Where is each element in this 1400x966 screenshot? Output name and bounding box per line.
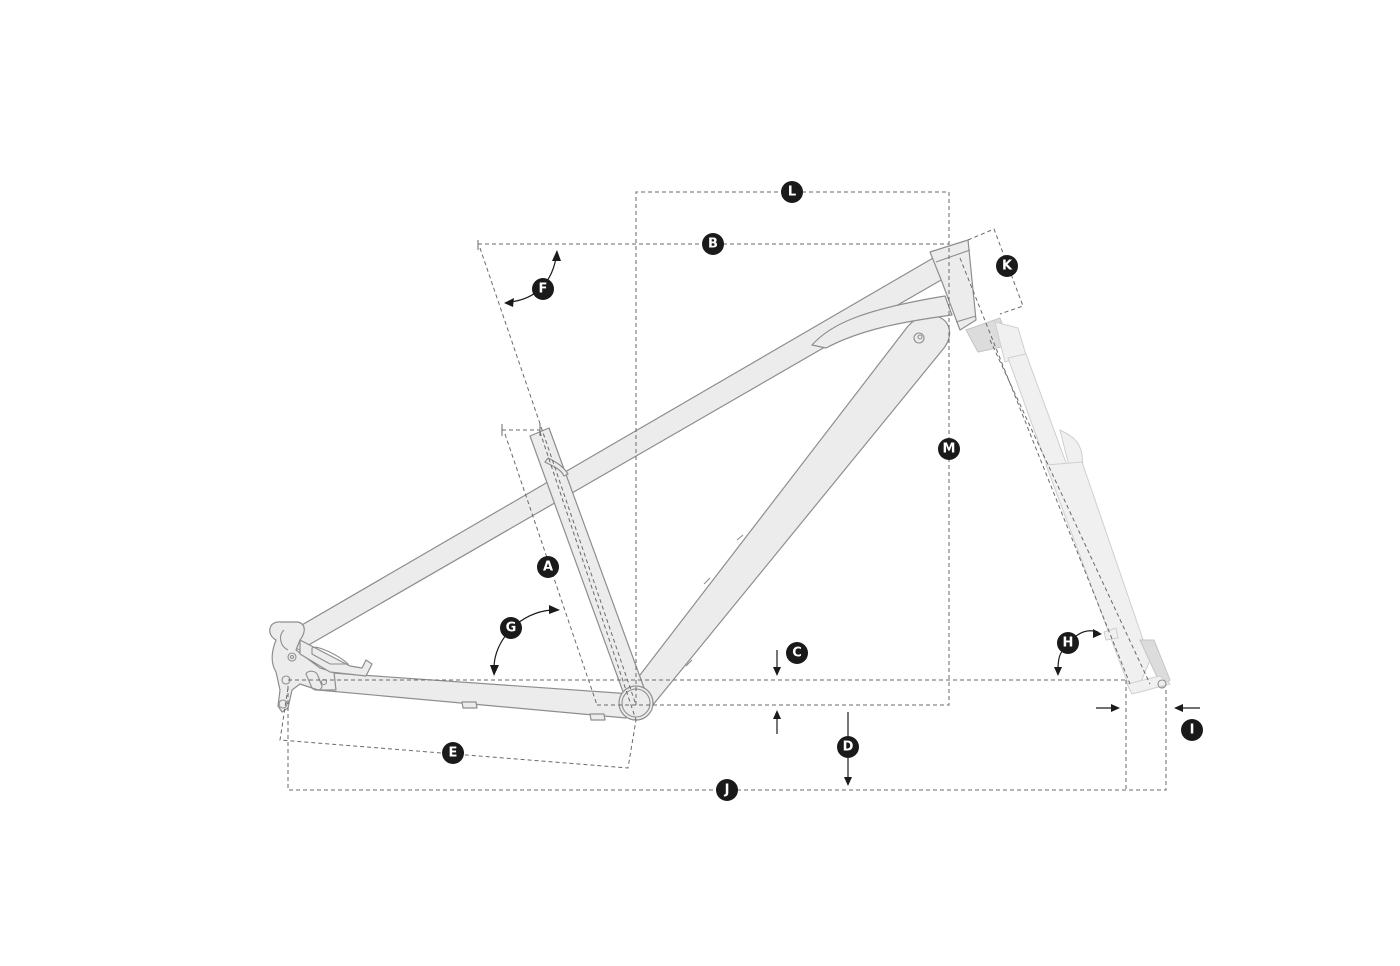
label-F-badge: F (532, 278, 554, 300)
label-G-text: G (506, 621, 517, 636)
label-K-badge: K (996, 255, 1018, 277)
label-D-badge: D (837, 736, 859, 758)
label-M-badge: M (938, 438, 960, 460)
label-K-text: K (1002, 259, 1013, 274)
label-A-badge: A (537, 556, 559, 578)
label-E-text: E (449, 746, 458, 761)
label-E-badge: E (442, 742, 464, 764)
label-J-text: J (724, 783, 730, 798)
label-I-text: I (1190, 723, 1195, 738)
bike-frame (269, 239, 977, 721)
label-L-badge: L (781, 181, 803, 203)
label-M-text: M (943, 442, 956, 457)
dimension-lines (279, 191, 1167, 791)
label-D-text: D (843, 740, 854, 755)
label-G-badge: G (500, 617, 522, 639)
label-A-text: A (543, 560, 553, 575)
label-I-badge: I (1181, 719, 1203, 741)
label-F-text: F (539, 282, 548, 297)
label-B-text: B (708, 237, 718, 252)
head-tube (929, 239, 977, 331)
label-L-text: L (788, 185, 796, 200)
label-C-badge: C (786, 642, 808, 664)
label-H-badge: H (1057, 632, 1079, 654)
label-C-text: C (792, 646, 802, 661)
label-J-badge: J (716, 779, 738, 801)
label-B-badge: B (702, 233, 724, 255)
label-H-text: H (1063, 636, 1074, 651)
chain-stay (317, 671, 633, 719)
